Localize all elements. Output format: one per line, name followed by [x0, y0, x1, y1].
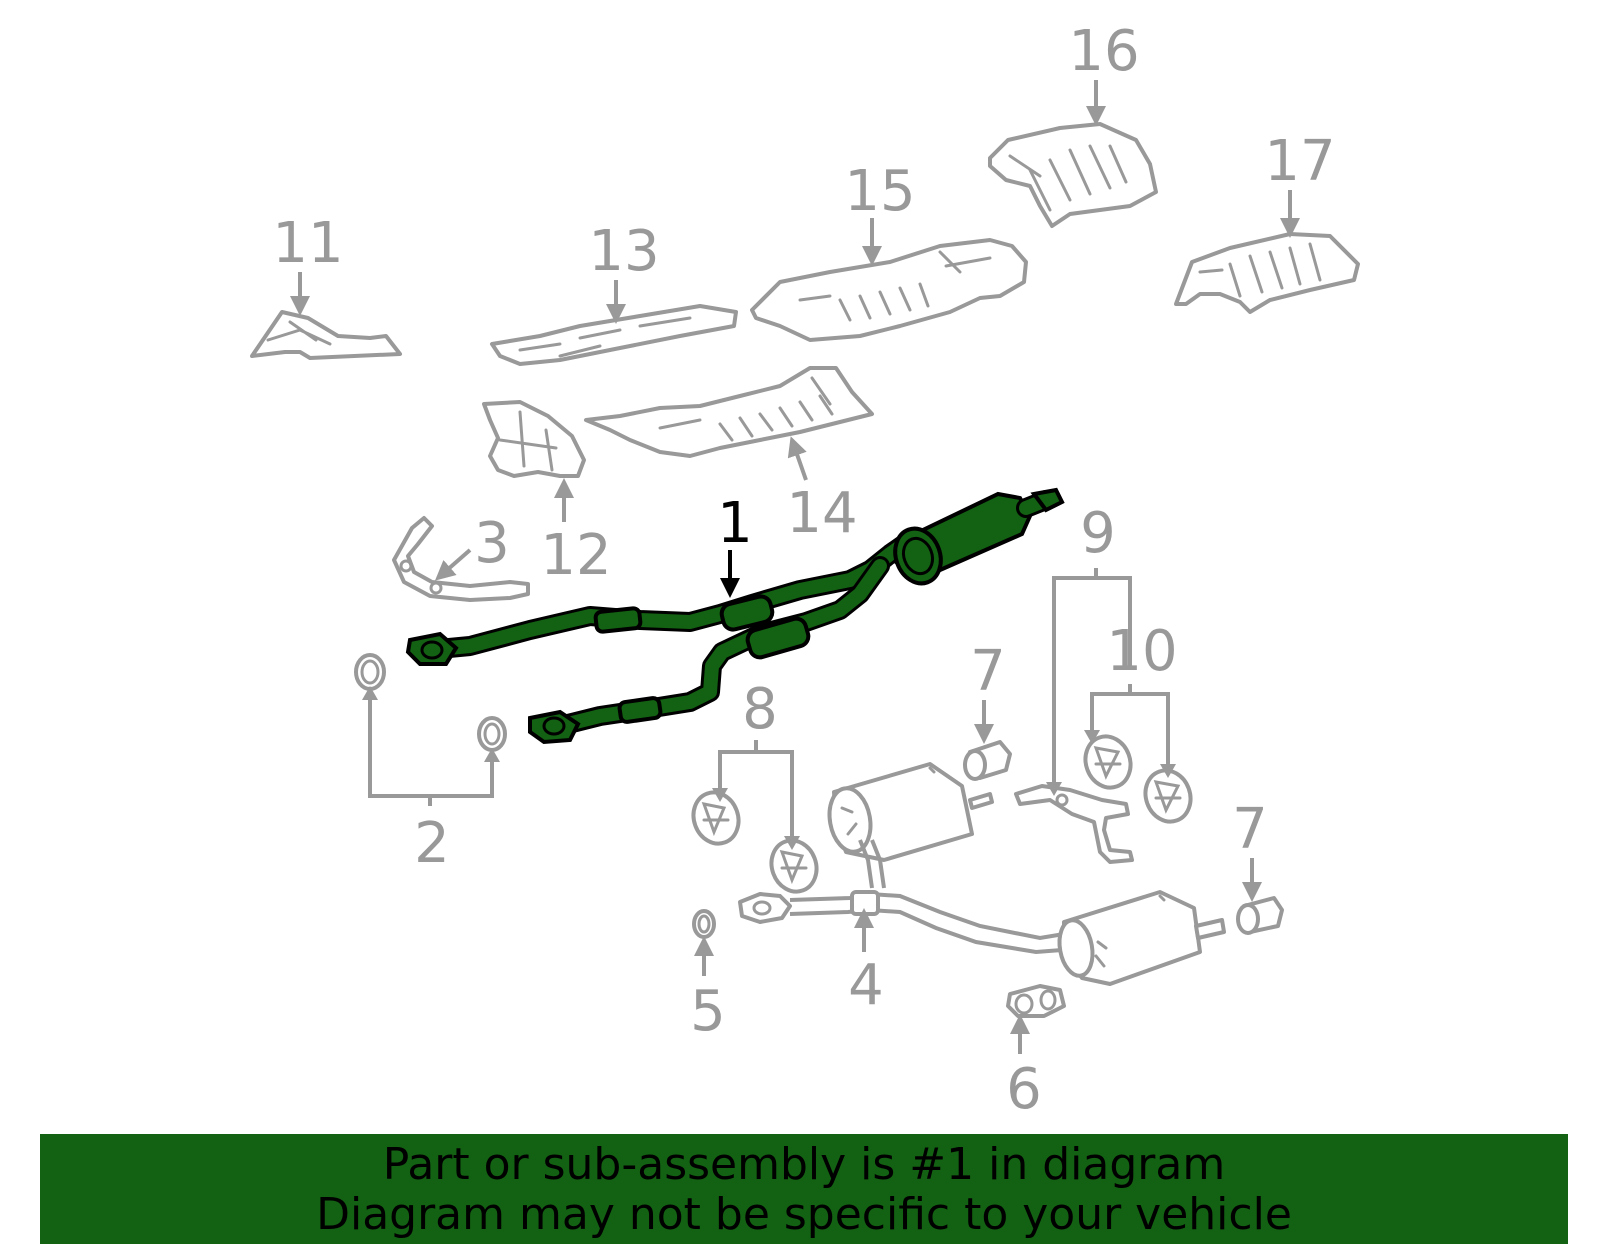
heat-shield-14 — [584, 366, 874, 458]
callout-7a: 7 — [970, 639, 1006, 704]
callout-8: 8 — [742, 677, 778, 742]
callout-5: 5 — [690, 979, 726, 1044]
hanger-8a — [691, 790, 741, 846]
callout-11: 11 — [272, 211, 343, 276]
heat-shield-12 — [482, 400, 586, 478]
leader-lines — [290, 80, 1300, 1054]
callout-3: 3 — [474, 511, 510, 576]
callout-9: 9 — [1080, 501, 1116, 566]
callout-6: 6 — [1006, 1057, 1042, 1122]
hanger-10b — [1143, 768, 1193, 824]
callout-16: 16 — [1068, 19, 1139, 84]
callout-7b: 7 — [1232, 797, 1268, 862]
gasket-5 — [692, 909, 716, 939]
callout-2: 2 — [414, 811, 450, 876]
hanger-8b — [769, 838, 819, 894]
heat-shield-11 — [250, 310, 402, 360]
info-banner: Part or sub-assembly is #1 in diagram Di… — [40, 1134, 1568, 1244]
gasket-2a — [354, 653, 386, 691]
bracket-3 — [392, 516, 530, 602]
heat-shield-17 — [1174, 232, 1360, 314]
bracket-9 — [1014, 784, 1134, 864]
exhaust-tip-7b — [1236, 896, 1284, 935]
banner-line-2: Diagram may not be specific to your vehi… — [316, 1189, 1292, 1240]
banner-line-1: Part or sub-assembly is #1 in diagram — [382, 1139, 1226, 1190]
clamp-6 — [1006, 984, 1066, 1018]
callout-4: 4 — [848, 953, 884, 1018]
exhaust-tip-7a — [963, 740, 1012, 781]
heat-shield-13 — [490, 304, 738, 366]
callout-13: 13 — [588, 219, 659, 284]
callout-15: 15 — [844, 159, 915, 224]
exhaust-pipe-assembly-1[interactable] — [405, 487, 1065, 745]
callout-12: 12 — [540, 523, 611, 588]
callout-14: 14 — [786, 481, 857, 546]
gasket-2b — [477, 716, 507, 752]
callout-10: 10 — [1106, 619, 1177, 684]
hanger-10a — [1083, 734, 1133, 790]
heat-shield-16 — [988, 122, 1158, 228]
callout-1[interactable]: 1 — [717, 491, 753, 556]
callout-17: 17 — [1264, 129, 1335, 194]
heat-shield-15 — [750, 238, 1028, 342]
